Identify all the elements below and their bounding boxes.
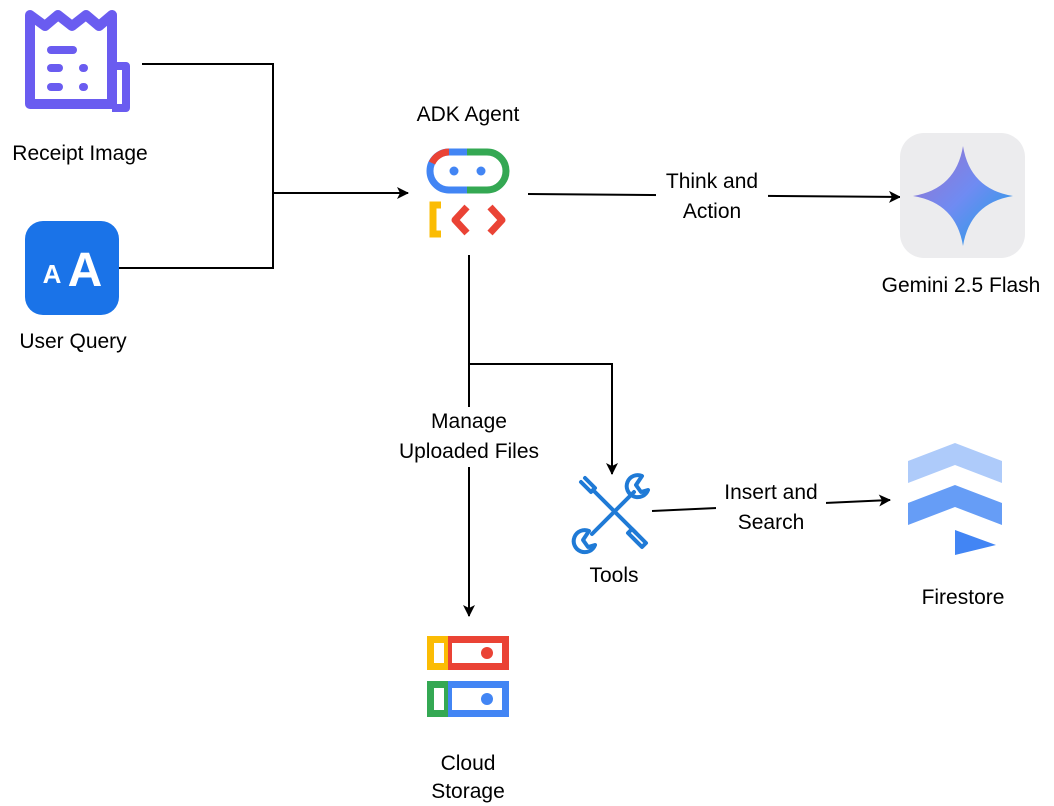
gemini-label: Gemini 2.5 Flash	[881, 274, 1041, 297]
edge-label-manage-files: Manage Uploaded Files	[386, 407, 552, 467]
edge-label-think-action: Think and Action	[656, 167, 768, 227]
edge-label-think-action-line1: Think and	[665, 170, 759, 193]
edge-label-insert-search: Insert and Search	[716, 478, 826, 538]
wrench-screwdriver-icon	[571, 473, 650, 555]
edge-label-insert-search-line2: Search	[737, 511, 805, 534]
tools-label: Tools	[589, 564, 639, 587]
gemini-sparkle-icon	[900, 133, 1025, 258]
cloud-storage-label-line1: Cloud	[440, 752, 496, 775]
edge-label-manage-files-line1: Manage	[431, 410, 507, 433]
edge-label-think-action-line2: Action	[682, 200, 742, 223]
receipt-icon	[25, 10, 130, 112]
aa-large-glyph: A	[68, 244, 103, 297]
cloud-storage-icon	[427, 636, 509, 717]
adk-agent-label: ADK Agent	[416, 103, 520, 126]
edge-query-to-agent	[118, 193, 274, 269]
edge-label-manage-files-line2: Uploaded Files	[398, 440, 540, 463]
firestore-icon	[908, 443, 1002, 555]
firestore-label: Firestore	[921, 586, 1005, 609]
edge-receipt-to-agent	[142, 63, 409, 199]
adk-agent-icon	[426, 148, 510, 238]
edge-label-insert-search-line1: Insert and	[724, 481, 818, 504]
receipt-image-label: Receipt Image	[12, 142, 148, 165]
aa-small-glyph: A	[43, 259, 62, 289]
edge-agent-to-tools	[469, 363, 618, 475]
cloud-storage-label: Cloud Storage	[408, 750, 528, 806]
user-query-label: User Query	[19, 330, 127, 353]
cloud-storage-label-line2: Storage	[431, 780, 505, 803]
text-aa-icon: A A	[25, 221, 119, 315]
